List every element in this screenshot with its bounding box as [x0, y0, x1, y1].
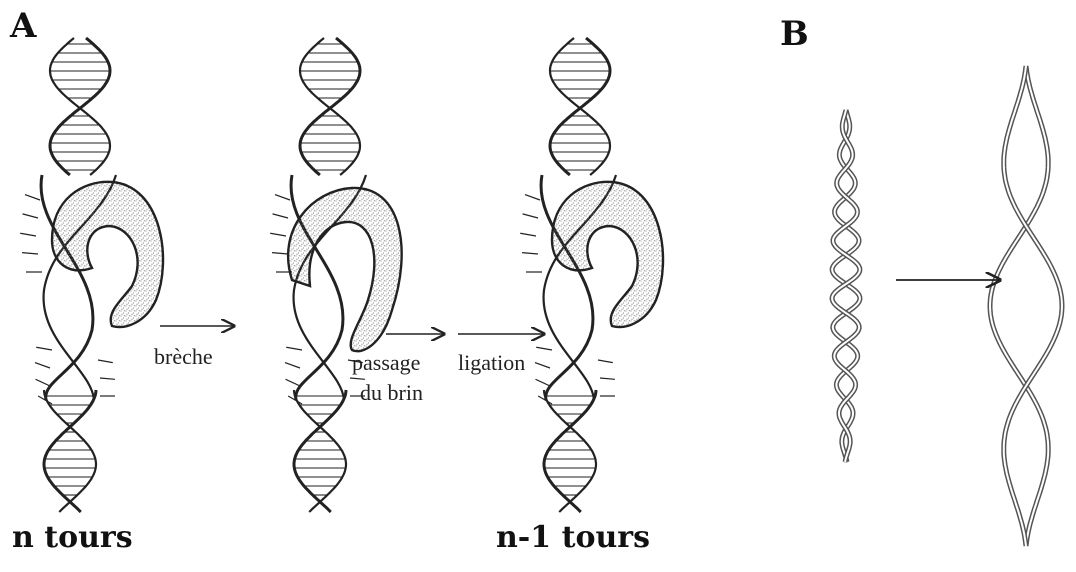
ligation-step-label: ligation — [458, 350, 525, 376]
stage-n-turns-tick — [23, 214, 38, 218]
stage-n-minus-1-turns-tick — [536, 347, 552, 350]
stage-n-minus-1-turns-upper-helix-strand-1 — [550, 38, 610, 175]
stage-n-minus-1-turns-tick — [535, 363, 550, 368]
stage-n-turns-tick — [22, 253, 38, 254]
stage-strand-passage-upper-helix-strand-1 — [300, 38, 360, 175]
panel-a-label: A — [10, 6, 36, 46]
nick-step-label: brèche — [154, 344, 213, 370]
strand-passage-label-line1: passage — [352, 350, 420, 376]
strand-passage-label-line2: du brin — [360, 380, 423, 406]
stage-n-turns-group — [20, 38, 163, 512]
relaxed-dna-strand-1-core — [990, 66, 1048, 546]
stage-n-minus-1-turns-tick — [520, 233, 536, 236]
stage-strand-passage-tick — [285, 363, 300, 368]
stage-n-turns-upper-helix-strand-1 — [50, 38, 110, 175]
stage-strand-passage-tick — [285, 379, 300, 386]
caption-n-turns: n tours — [12, 520, 133, 555]
stage-strand-passage-tick — [275, 195, 290, 200]
stage-n-turns-tick — [35, 363, 50, 368]
stage-n-minus-1-turns-tick — [522, 253, 538, 254]
caption-n-minus-1-turns: n-1 tours — [496, 520, 650, 555]
stage-strand-passage-group — [270, 38, 401, 512]
relaxed-dna-strand-2-core — [1004, 66, 1062, 546]
panel-b-label: B — [780, 14, 809, 54]
stage-n-minus-1-turns-tick — [525, 195, 540, 200]
stage-n-turns-tick — [98, 360, 113, 363]
stage-strand-passage-tick — [270, 233, 286, 236]
stage-n-minus-1-turns-tick — [598, 360, 613, 363]
stage-n-turns-tick — [100, 378, 115, 379]
stage-strand-passage-tick — [273, 214, 288, 218]
stage-n-minus-1-turns-tick — [535, 379, 550, 386]
stage-n-turns-tick — [35, 379, 50, 386]
stage-n-minus-1-turns-topoisomerase — [552, 182, 663, 327]
stage-n-minus-1-turns-group — [520, 38, 663, 512]
stage-strand-passage-topoisomerase — [288, 188, 402, 351]
relaxed-dna-strand-2 — [1004, 66, 1062, 546]
stage-n-turns-tick — [36, 347, 52, 350]
stage-n-turns-tick — [25, 195, 40, 200]
panel-b-group — [832, 66, 1062, 546]
stage-n-turns-topoisomerase — [52, 182, 163, 327]
stage-n-minus-1-turns-tick — [523, 214, 538, 218]
stage-strand-passage-tick — [272, 253, 288, 254]
stage-strand-passage-tick — [286, 347, 302, 350]
relaxed-dna-strand-1 — [990, 66, 1048, 546]
supercoiled-dna-strand-2 — [832, 110, 860, 462]
stage-n-turns-tick — [20, 233, 36, 236]
stage-n-minus-1-turns-tick — [600, 378, 615, 379]
